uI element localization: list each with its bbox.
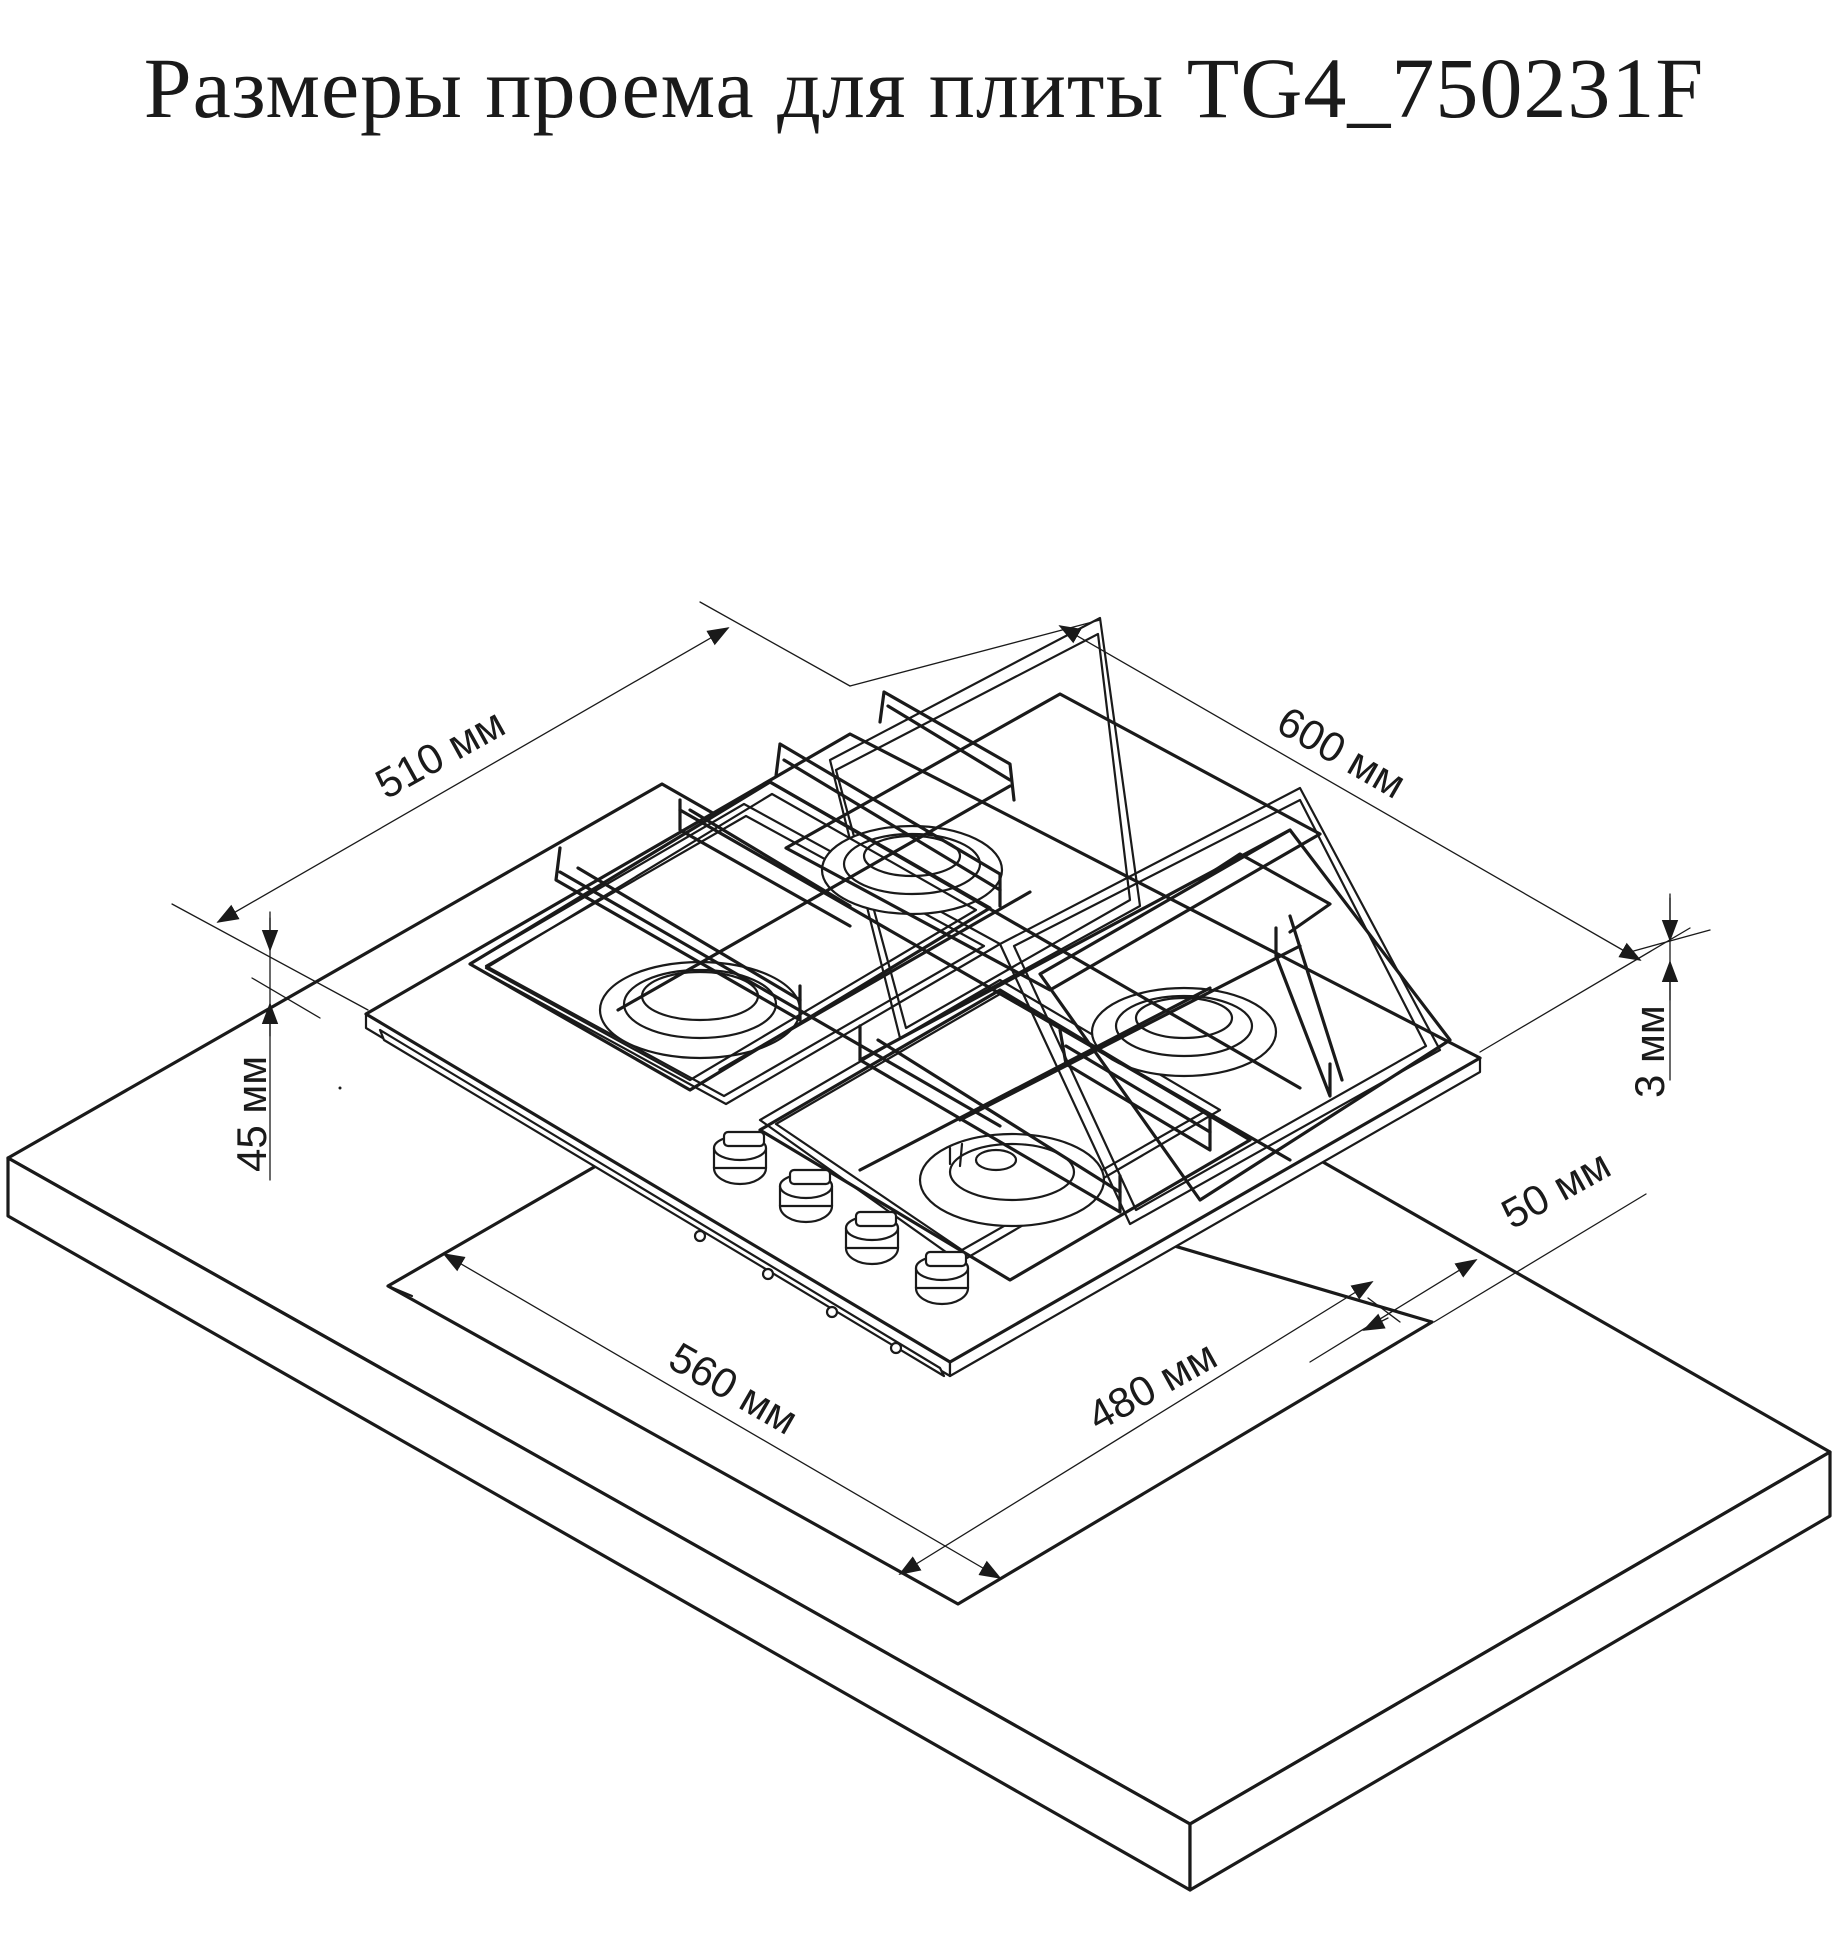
knob-3-icon: [844, 1210, 900, 1266]
knob-4-icon: [914, 1250, 970, 1306]
page-title: Размеры проема для плиты TG4_750231F: [143, 40, 1705, 136]
dimension-lines: [171, 601, 1711, 1579]
dimension-510: 510 мм: [368, 699, 513, 808]
burner-front-left-icon: [598, 960, 802, 1060]
dimension-50: 50 мм: [1494, 1140, 1618, 1237]
dimension-45: 45 мм: [228, 1056, 275, 1172]
dimension-600: 600 мм: [1270, 697, 1414, 807]
knob-1-icon: [712, 1130, 768, 1186]
burner-front-right-icon: [918, 1132, 1106, 1228]
knob-2-icon: [778, 1168, 834, 1224]
dimension-3: 3 мм: [1626, 1005, 1673, 1098]
